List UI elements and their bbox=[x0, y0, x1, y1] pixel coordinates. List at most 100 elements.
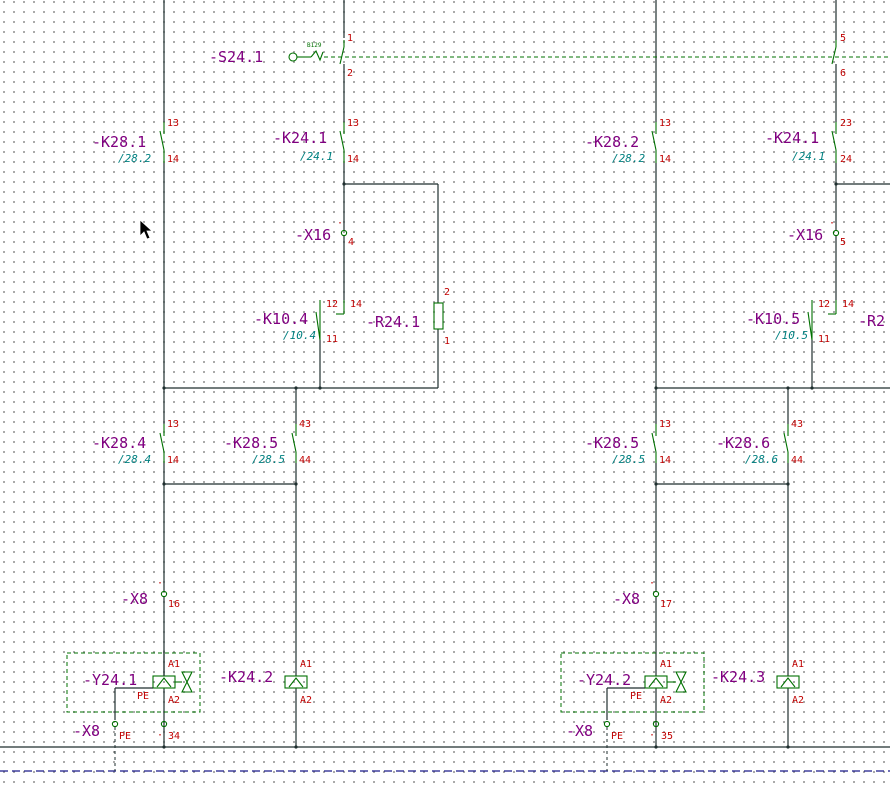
svg-text:-X16: -X16 bbox=[295, 226, 331, 244]
svg-text:A2: A2 bbox=[660, 695, 672, 706]
svg-text:A1: A1 bbox=[792, 659, 804, 670]
svg-text:-X16: -X16 bbox=[787, 226, 823, 244]
svg-text:-K24.2: -K24.2 bbox=[219, 668, 273, 686]
svg-text:PE: PE bbox=[119, 731, 131, 742]
svg-text:5: 5 bbox=[840, 33, 846, 44]
svg-text:13: 13 bbox=[659, 118, 671, 129]
svg-text:-X8: -X8 bbox=[121, 590, 148, 608]
junction-dots bbox=[162, 182, 838, 749]
svg-text:14: 14 bbox=[659, 154, 671, 165]
svg-text:A1: A1 bbox=[168, 659, 180, 670]
svg-text:-K24.1: -K24.1 bbox=[273, 129, 327, 147]
svg-text:1: 1 bbox=[347, 33, 353, 44]
svg-text:/10.5: /10.5 bbox=[775, 329, 808, 342]
svg-text:12: 12 bbox=[818, 299, 830, 310]
svg-text:16: 16 bbox=[168, 599, 180, 610]
svg-text:PE: PE bbox=[137, 691, 149, 702]
svg-text:/28.2: /28.2 bbox=[612, 152, 645, 165]
svg-text:-K24.1: -K24.1 bbox=[765, 129, 819, 147]
svg-text:13: 13 bbox=[347, 118, 359, 129]
solenoid-valve-y24-2[interactable]: -Y24.2 A1 A2 PE bbox=[560, 652, 705, 713]
resistor-r24-1[interactable]: -R24.1 2 1 bbox=[366, 287, 450, 347]
svg-text:/28.4: /28.4 bbox=[118, 453, 151, 466]
svg-text:23: 23 bbox=[840, 118, 852, 129]
svg-text:/24.1: /24.1 bbox=[300, 150, 333, 163]
svg-text:1: 1 bbox=[444, 336, 450, 347]
svg-text:13: 13 bbox=[659, 419, 671, 430]
svg-text:11: 11 bbox=[818, 334, 830, 345]
wires bbox=[0, 0, 890, 748]
svg-text:PE: PE bbox=[630, 691, 642, 702]
svg-text:14: 14 bbox=[659, 455, 671, 466]
svg-text:-Y24.2: -Y24.2 bbox=[577, 671, 631, 689]
svg-text:44: 44 bbox=[791, 455, 803, 466]
svg-text:-K10.5: -K10.5 bbox=[746, 310, 800, 328]
relay-coil-k24-2[interactable]: -K24.2 A1 A2 bbox=[219, 659, 312, 706]
svg-text:14: 14 bbox=[347, 154, 359, 165]
svg-text:·: · bbox=[157, 578, 163, 589]
svg-text:13: 13 bbox=[167, 118, 179, 129]
svg-text:11: 11 bbox=[326, 334, 338, 345]
terminal-x8-b[interactable]: · -X8 17 bbox=[613, 578, 672, 610]
changeover-contact-k10-5[interactable]: -K10.5 /10.5 12 14 11 bbox=[746, 299, 854, 345]
svg-text:/28.2: /28.2 bbox=[118, 152, 151, 165]
svg-text:-X8: -X8 bbox=[73, 722, 100, 740]
svg-text:13: 13 bbox=[167, 419, 179, 430]
solenoid-valve-y24-1[interactable]: -Y24.1 A1 A2 PE bbox=[66, 650, 201, 713]
svg-text:-K10.4: -K10.4 bbox=[254, 310, 308, 328]
svg-text:-K28.5: -K28.5 bbox=[585, 434, 639, 452]
resistor-r2[interactable]: -R2 bbox=[858, 312, 885, 330]
terminal-x8-pe-a[interactable]: · -X8 PE 34 bbox=[73, 688, 180, 771]
contact-k24-1-b[interactable]: -K24.1 /24.1 23 24 bbox=[765, 118, 852, 165]
svg-text:A2: A2 bbox=[792, 695, 804, 706]
svg-text:-Y24.1: -Y24.1 bbox=[83, 671, 137, 689]
terminal-x8-a[interactable]: · -X8 16 bbox=[121, 578, 180, 610]
svg-text:17: 17 bbox=[660, 599, 672, 610]
svg-text:44: 44 bbox=[299, 455, 311, 466]
svg-text:/10.4: /10.4 bbox=[283, 329, 316, 342]
svg-text:·: · bbox=[337, 218, 343, 229]
relay-coil-k24-3[interactable]: -K24.3 A1 A2 bbox=[711, 659, 804, 706]
contact-k28-5-a[interactable]: -K28.5 /28.5 43 44 bbox=[224, 419, 311, 466]
svg-text:PE: PE bbox=[611, 731, 623, 742]
svg-text:4: 4 bbox=[348, 237, 354, 248]
contact-k28-2[interactable]: -K28.2 /28.2 13 14 bbox=[585, 118, 671, 165]
contact-k28-1[interactable]: -K28.1 /28.2 13 14 bbox=[92, 118, 179, 165]
svg-text:2: 2 bbox=[347, 68, 353, 79]
mouse-cursor-icon bbox=[139, 219, 154, 240]
contact-k28-4[interactable]: -K28.4 /28.4 13 14 bbox=[92, 419, 179, 466]
svg-text:14: 14 bbox=[167, 455, 179, 466]
terminal-x16-b[interactable]: · -X16 5 bbox=[787, 218, 846, 248]
svg-text:5: 5 bbox=[840, 237, 846, 248]
svg-text:/28.5: /28.5 bbox=[252, 453, 285, 466]
svg-text:/28.6: /28.6 bbox=[745, 453, 778, 466]
contact-k28-6[interactable]: -K28.6 /28.6 43 44 bbox=[716, 419, 803, 466]
svg-text:12: 12 bbox=[326, 299, 338, 310]
svg-text:34: 34 bbox=[168, 731, 180, 742]
svg-text:A1: A1 bbox=[660, 659, 672, 670]
svg-text:24: 24 bbox=[840, 154, 852, 165]
switch-s24-1[interactable]: B129 -S24.1 1 2 5 6 bbox=[209, 33, 890, 79]
svg-text:·: · bbox=[649, 730, 655, 741]
terminal-x16-a[interactable]: · -X16 4 bbox=[295, 218, 354, 248]
svg-text:-K28.4: -K28.4 bbox=[92, 434, 146, 452]
contact-k24-1-a[interactable]: -K24.1 /24.1 13 14 bbox=[273, 118, 359, 165]
svg-text:14: 14 bbox=[350, 299, 362, 310]
svg-text:/28.5: /28.5 bbox=[612, 453, 645, 466]
svg-text:-R24.1: -R24.1 bbox=[366, 313, 420, 331]
svg-text:-K28.2: -K28.2 bbox=[585, 133, 639, 151]
svg-text:A2: A2 bbox=[300, 695, 312, 706]
svg-text:14: 14 bbox=[842, 299, 854, 310]
svg-text:-R2: -R2 bbox=[858, 312, 885, 330]
changeover-contact-k10-4[interactable]: -K10.4 /10.4 12 14 11 bbox=[254, 299, 362, 345]
terminal-x8-pe-b[interactable]: · -X8 PE 35 bbox=[566, 688, 673, 771]
svg-text:·: · bbox=[829, 218, 835, 229]
svg-text:-K24.3: -K24.3 bbox=[711, 668, 765, 686]
svg-text:A2: A2 bbox=[168, 695, 180, 706]
svg-text:35: 35 bbox=[661, 731, 673, 742]
svg-text:-K28.1: -K28.1 bbox=[92, 133, 146, 151]
contact-k28-5-b[interactable]: -K28.5 /28.5 13 14 bbox=[585, 419, 671, 466]
svg-text:/24.1: /24.1 bbox=[792, 150, 825, 163]
